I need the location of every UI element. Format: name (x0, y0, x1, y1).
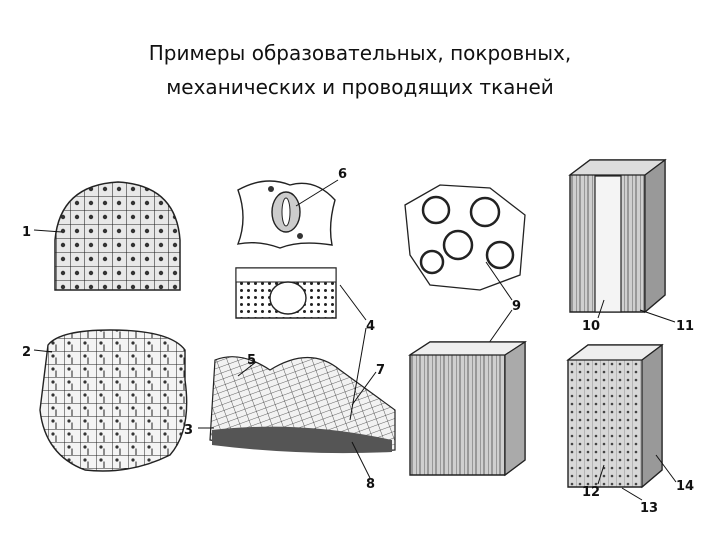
stoma-section-figure (235, 267, 367, 421)
title-line-2: механических и проводящих тканей (166, 75, 554, 99)
root-meristem-figure (33, 329, 188, 472)
label-8: 8 (366, 477, 375, 492)
label-1: 1 (22, 225, 31, 240)
label-7: 7 (376, 363, 385, 378)
slide-title: Примеры образовательных, покровных, меха… (0, 36, 720, 104)
label-6: 6 (338, 167, 347, 182)
label-2: 2 (22, 345, 31, 360)
label-11: 11 (676, 319, 694, 334)
label-9: 9 (512, 299, 521, 314)
label-12: 12 (582, 485, 600, 500)
label-14: 14 (676, 479, 694, 494)
layered-tissue-figure (198, 356, 396, 479)
vessel-block-figure (568, 158, 676, 323)
stoma-surface-figure (236, 179, 339, 249)
meristem-apex-figure (33, 181, 181, 291)
label-5: 5 (247, 353, 256, 368)
collenchyma-figure (404, 184, 526, 351)
label-13: 13 (640, 501, 658, 516)
label-10: 10 (582, 319, 600, 334)
label-4: 4 (366, 319, 375, 334)
sclerenchyma-block-figure (407, 340, 528, 477)
title-line-1: Примеры образовательных, покровных, (148, 41, 572, 65)
tracheid-block-figure (566, 343, 677, 501)
label-3: 3 (184, 423, 193, 438)
